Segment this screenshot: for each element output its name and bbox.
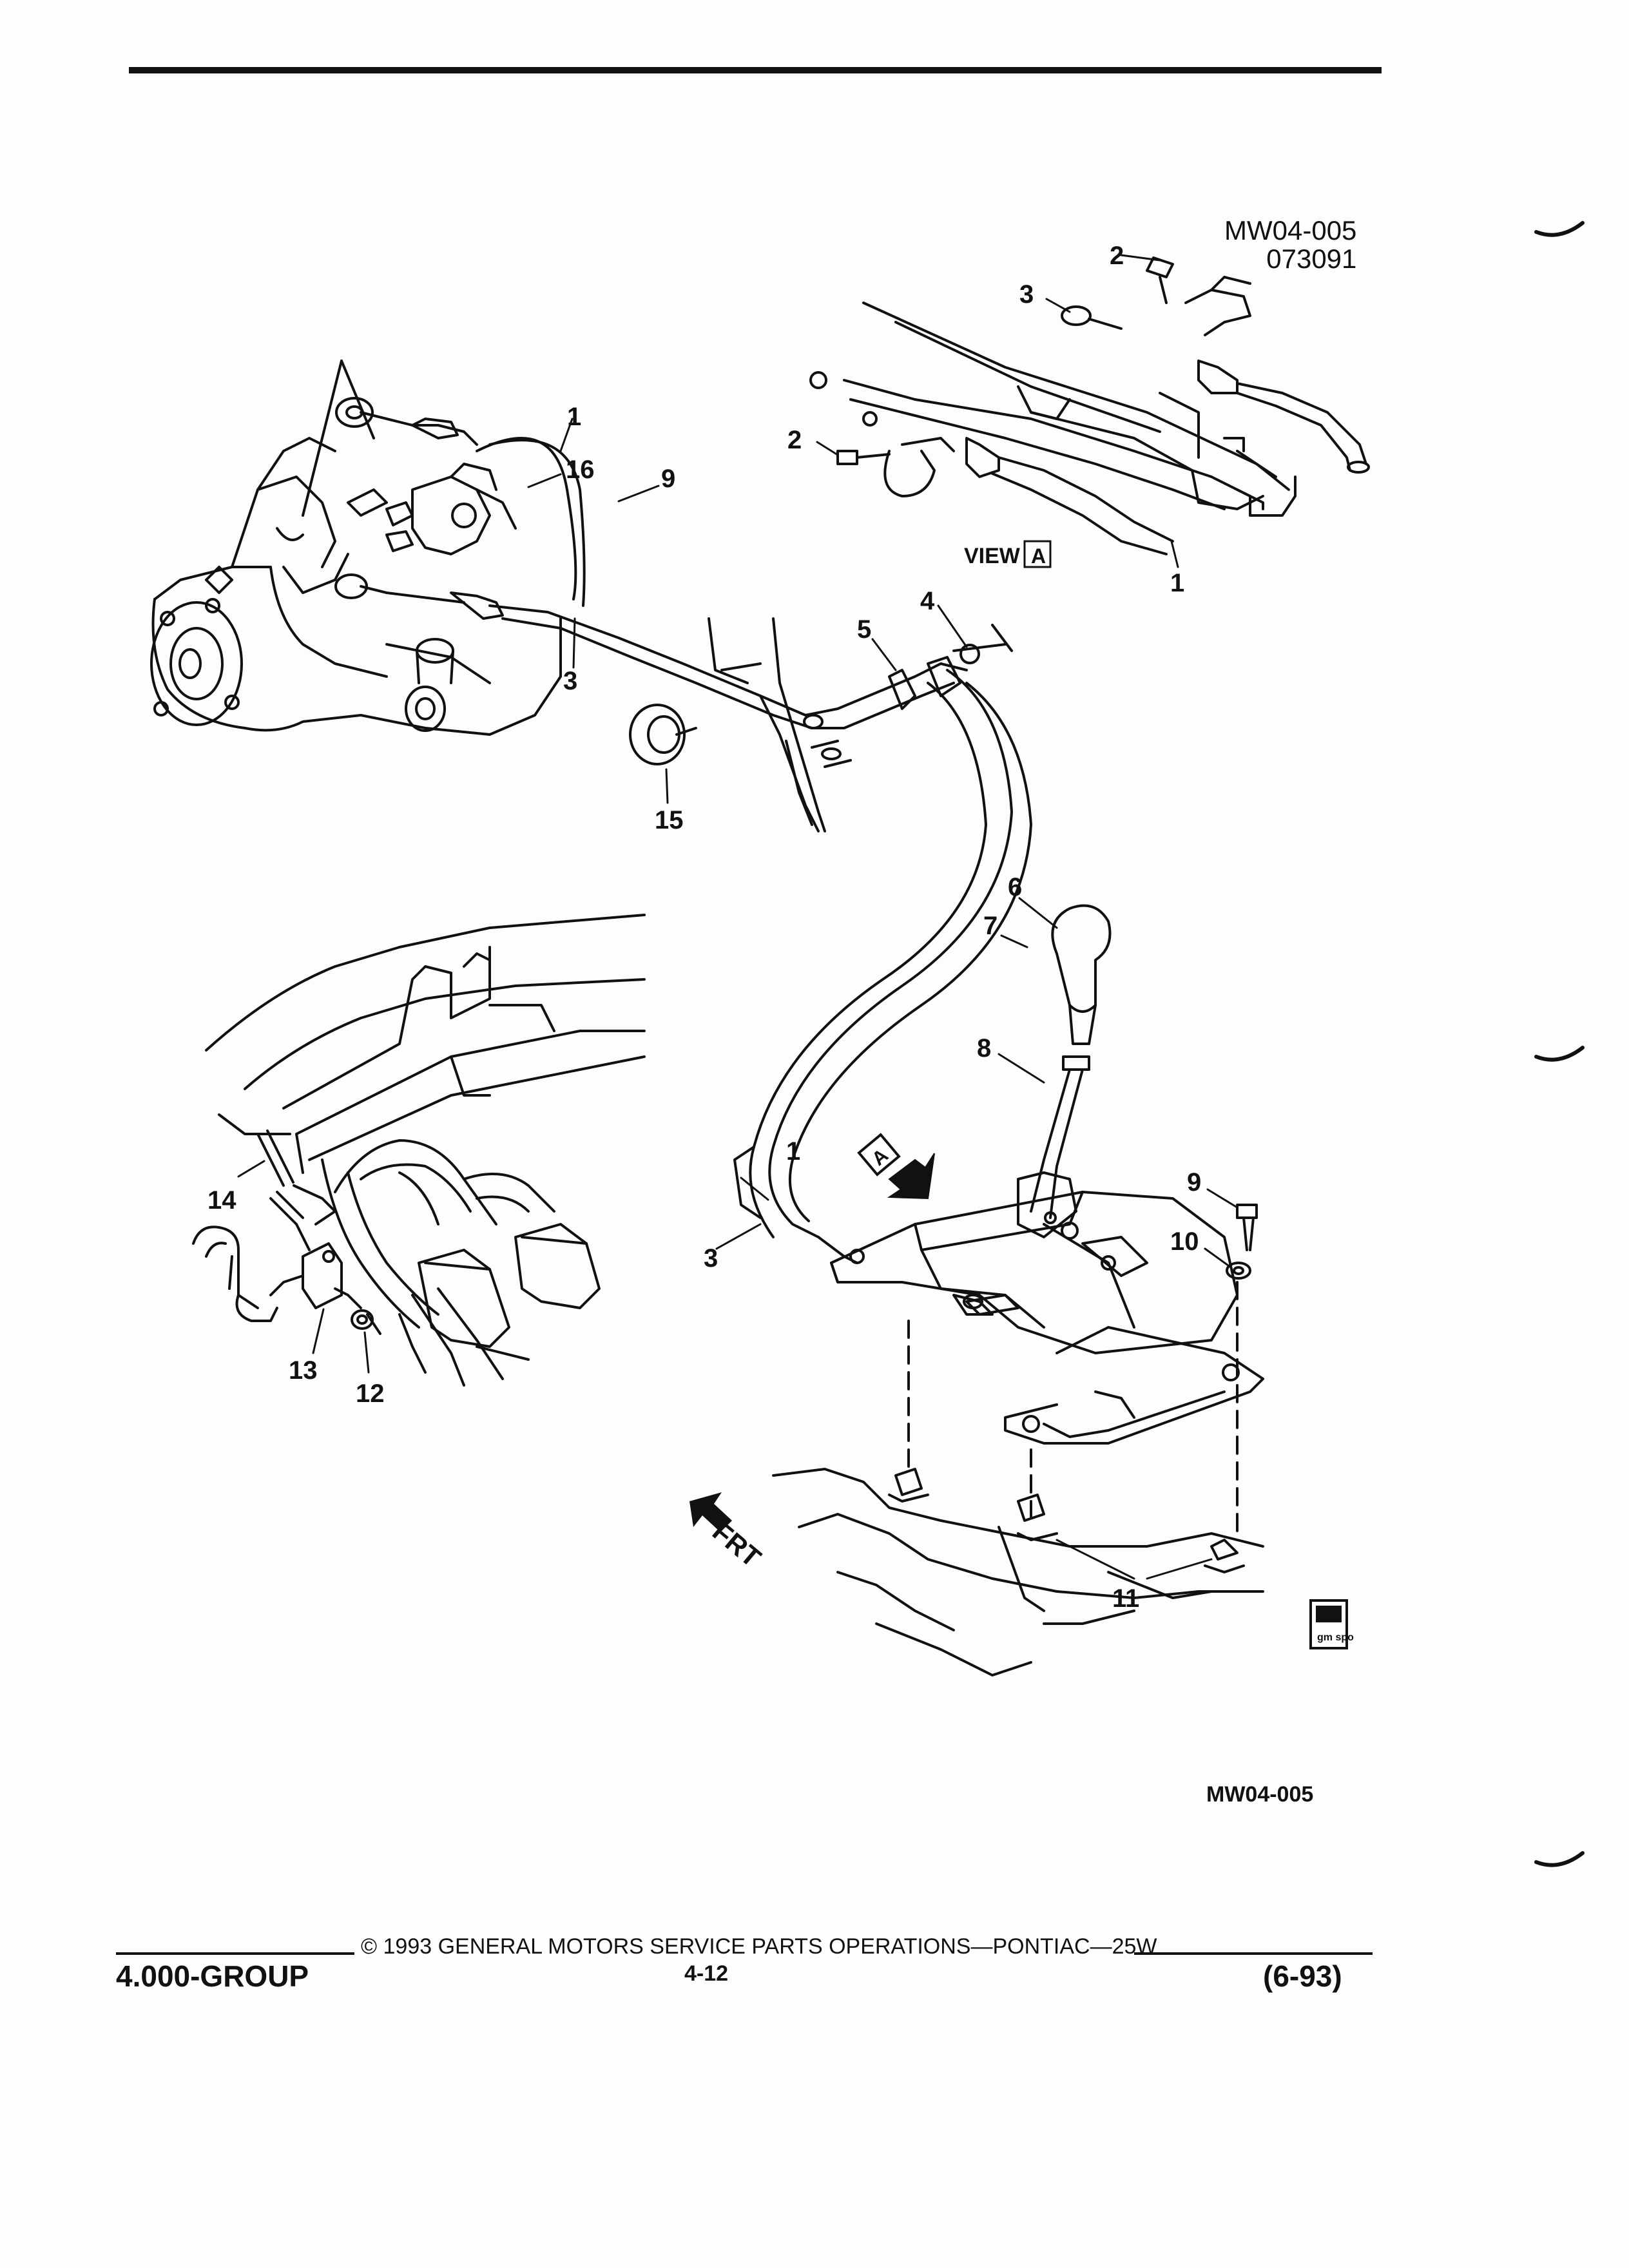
callout-1-trans: 1 (567, 403, 581, 431)
callout-13: 13 (289, 1356, 318, 1385)
footer-copyright: © 1993 GENERAL MOTORS SERVICE PARTS OPER… (361, 1934, 1157, 1959)
callout-12: 12 (356, 1379, 385, 1408)
figure-code: MW04-005 073091 (1224, 216, 1356, 273)
pedal-assembly (192, 914, 646, 1387)
logo-text: gm spo (1317, 1632, 1354, 1643)
footer-rule-right (1134, 1952, 1373, 1955)
callout-9-trans: 9 (661, 465, 675, 493)
callout-2-top: 2 (1110, 242, 1124, 270)
callout-14: 14 (207, 1186, 236, 1215)
view-word: VIEW (964, 544, 1021, 568)
callout-6: 6 (1008, 873, 1022, 901)
cable-bracket (803, 644, 980, 768)
shifter-fasteners (1226, 1204, 1258, 1280)
footer-page-number: 4-12 (684, 1961, 729, 1986)
callout-11: 11 (1112, 1584, 1139, 1613)
view-a-arrow: A (857, 1133, 935, 1200)
callout-numbers: 2 3 2 1 1 16 9 3 15 5 4 6 7 8 9 10 1 3 1… (207, 242, 1201, 1613)
grommet (629, 704, 697, 765)
footer-date: (6-93) (1263, 1959, 1342, 1993)
view-a-label: VIEW A (964, 540, 1052, 568)
transmission-assembly (150, 360, 562, 736)
shift-control-exploded-diagram: VIEW A A FRT 2 3 2 1 1 16 9 3 15 5 4 (150, 242, 1370, 1677)
callout-8: 8 (977, 1034, 991, 1062)
callout-3-trans: 3 (563, 667, 577, 695)
binder-mark-2 (1534, 1046, 1585, 1062)
footer-group: 4.000-GROUP (116, 1959, 309, 1993)
top-rule (129, 67, 1382, 73)
callout-3-view: 3 (1019, 280, 1034, 309)
callout-5: 5 (857, 615, 871, 644)
callout-10: 10 (1170, 1227, 1199, 1256)
shift-cables (476, 437, 1032, 1264)
callout-1-shifter: 1 (786, 1137, 800, 1166)
figure-code-line1: MW04-005 (1224, 215, 1357, 245)
view-a-inset (809, 256, 1370, 555)
callout-7: 7 (983, 912, 998, 940)
shifter-assembly (830, 904, 1264, 1445)
mounting-studs (888, 1281, 1245, 1612)
figure-code-bottom: MW04-005 (1206, 1782, 1314, 1807)
binder-mark-3 (1534, 1851, 1585, 1867)
callout-16: 16 (566, 456, 595, 484)
figure-code-line2: 073091 (1266, 244, 1357, 274)
callout-15: 15 (655, 806, 684, 834)
callout-3-shifter: 3 (704, 1244, 718, 1273)
binder-mark-1 (1534, 221, 1585, 237)
callout-1-view: 1 (1170, 569, 1184, 597)
callout-2-view: 2 (787, 426, 802, 454)
body-panel-lines (708, 617, 1013, 832)
view-letter: A (1031, 544, 1046, 568)
front-indicator: FRT (689, 1492, 767, 1573)
callout-9-shifter: 9 (1187, 1168, 1201, 1196)
floor-pan-contour (772, 1468, 1264, 1677)
footer-rule-left (116, 1952, 354, 1955)
callout-leaders (237, 254, 1239, 1580)
gm-spo-logo: gm spo (1309, 1599, 1354, 1649)
callout-4: 4 (920, 587, 935, 615)
